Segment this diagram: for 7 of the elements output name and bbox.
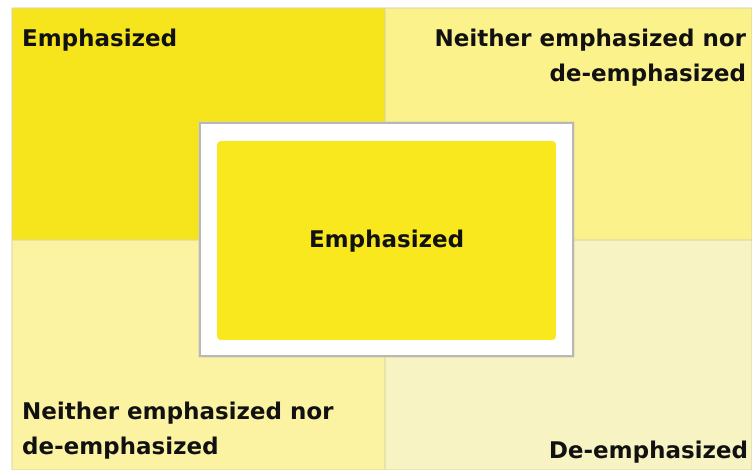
panel-label: Emphasized — [308, 226, 464, 256]
panel-label: Emphasized — [22, 25, 178, 54]
panel-label: Neither emphasized nor de-emphasized — [22, 398, 335, 462]
frame-box — [199, 122, 574, 357]
panel-label: De-emphasized — [548, 436, 748, 466]
highlight-box — [217, 141, 556, 340]
panel-label: Neither emphasized nor de-emphasized — [433, 25, 746, 88]
